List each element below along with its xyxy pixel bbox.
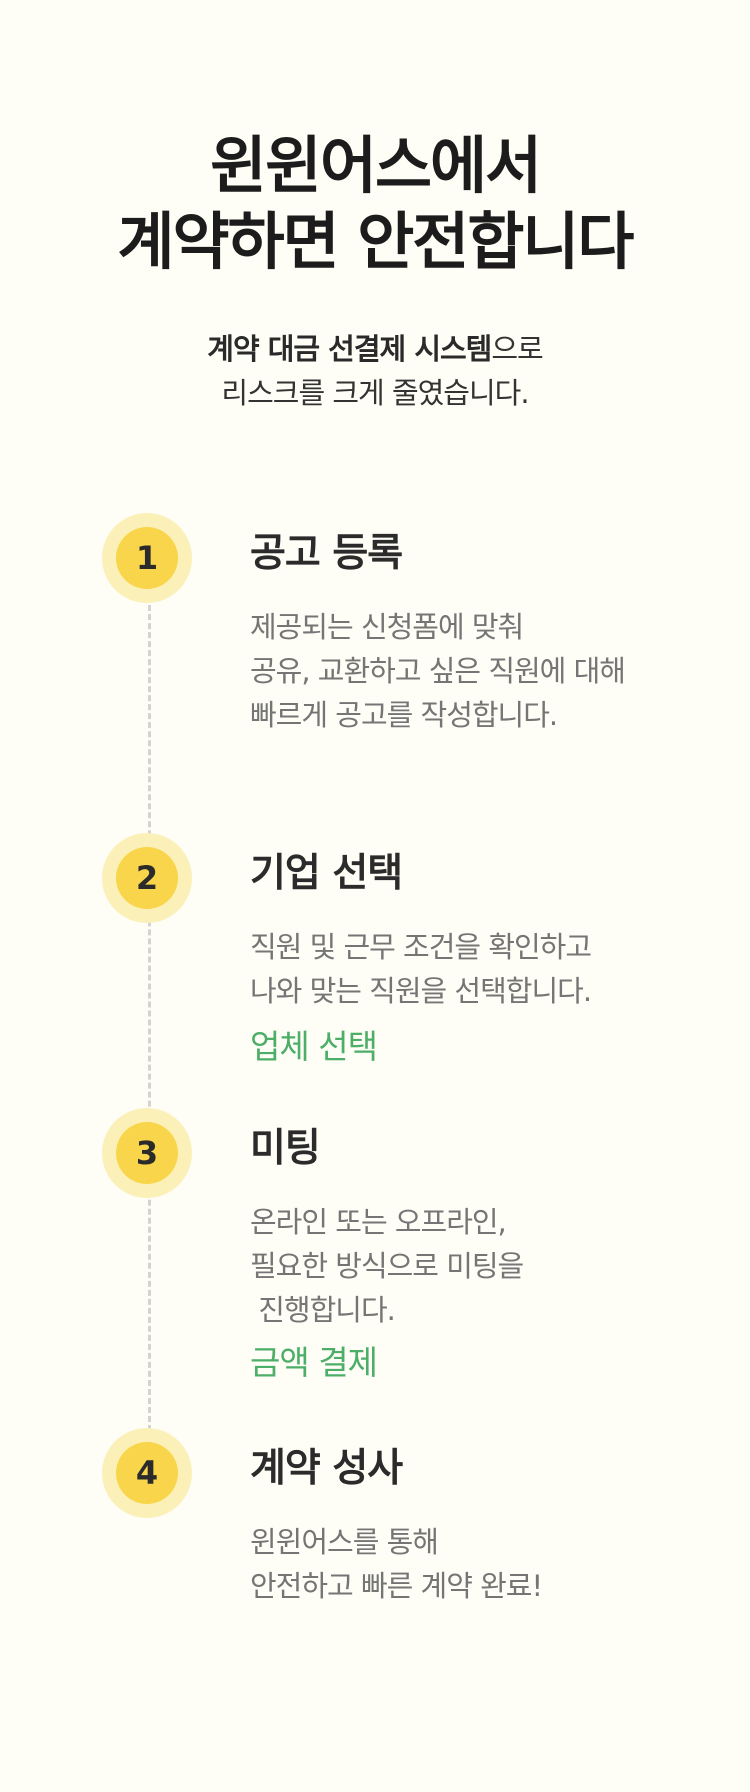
step-3-description: 온라인 또는 오프라인, 필요한 방식으로 미팅을 진행합니다. [250,1200,524,1332]
timeline-dashed-line [148,560,151,1440]
step-3-number-badge: 3 [116,1122,178,1184]
step-2-description-line: 나와 맞는 직원을 선택합니다. [250,974,592,1008]
step-3-description-line: 진행합니다. [250,1293,396,1327]
hero-subtitle: 계약 대금 선결제 시스템으로 리스크를 크게 줄였습니다. [0,327,750,415]
step-4-description: 윈윈어스를 통해 안전하고 빠른 계약 완료! [250,1520,543,1608]
step-2-title: 기업 선택 [250,851,403,896]
step-3-title: 미팅 [250,1126,321,1171]
step-1-title: 공고 등록 [250,531,403,576]
hero-title-line-1: 윈윈어스에서 [209,129,542,202]
step-1-description-line: 제공되는 신청폼에 맞춰 [250,610,524,644]
hero-subtitle-rest: 으로 [491,332,543,366]
step-3-description-line: 필요한 방식으로 미팅을 [250,1249,524,1283]
step-4-description-line: 안전하고 빠른 계약 완료! [250,1569,543,1603]
select-company-link[interactable]: 업체 선택 [250,1027,378,1066]
hero-subtitle-bold: 계약 대금 선결제 시스템 [207,332,492,366]
step-1-number-badge: 1 [116,527,178,589]
step-4-number-badge: 4 [116,1442,178,1504]
step-4-title: 계약 성사 [250,1446,403,1491]
step-1-description-line: 공유, 교환하고 싶은 직원에 대해 [250,654,626,688]
step-2-number-badge: 2 [116,847,178,909]
hero-title-line-2: 계약하면 안전합니다 [117,205,635,278]
hero-subtitle-line-2: 리스크를 크게 줄였습니다. [221,376,529,410]
payment-link[interactable]: 금액 결제 [250,1343,378,1382]
step-2-description: 직원 및 근무 조건을 확인하고 나와 맞는 직원을 선택합니다. [250,925,592,1013]
step-1-description-line: 빠르게 공고를 작성합니다. [250,698,558,732]
step-4-description-line: 윈윈어스를 통해 [250,1525,439,1559]
step-3-description-line: 온라인 또는 오프라인, [250,1205,507,1239]
step-1-description: 제공되는 신청폼에 맞춰 공유, 교환하고 싶은 직원에 대해 빠르게 공고를 … [250,605,626,737]
hero-subtitle-line-1: 계약 대금 선결제 시스템으로 [0,327,750,371]
step-2-description-line: 직원 및 근무 조건을 확인하고 [250,930,592,964]
hero-title: 윈윈어스에서 계약하면 안전합니다 [0,128,750,280]
